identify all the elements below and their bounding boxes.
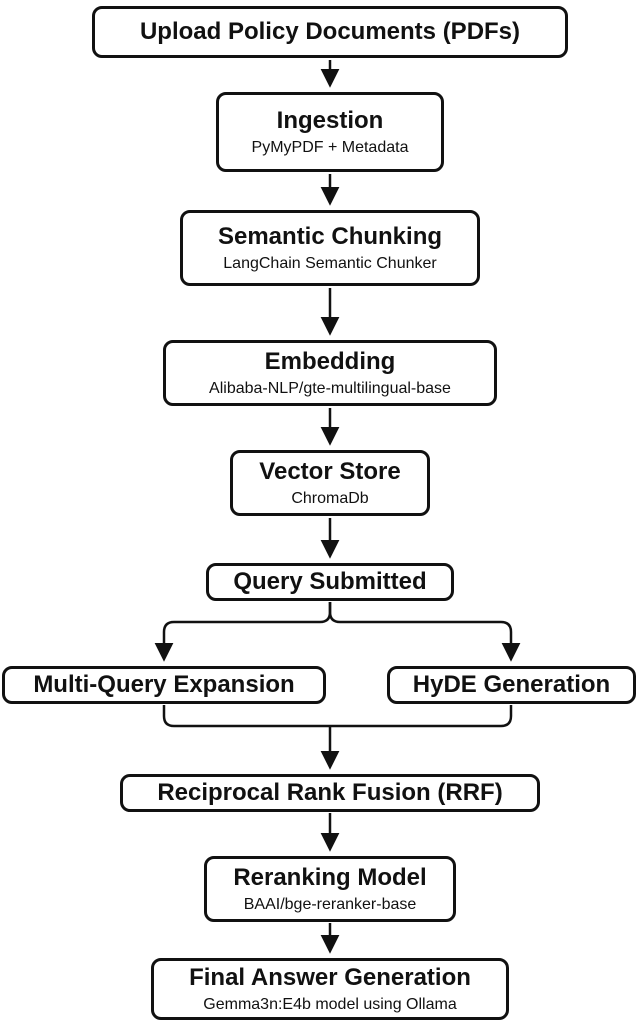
arrow-query-to-multi bbox=[154, 602, 332, 662]
node-ingestion: Ingestion PyMyPDF + Metadata bbox=[216, 92, 444, 172]
node-semantic-chunking: Semantic Chunking LangChain Semantic Chu… bbox=[180, 210, 480, 286]
node-upload-title: Upload Policy Documents (PDFs) bbox=[139, 18, 521, 46]
node-vector-title: Vector Store bbox=[259, 458, 401, 486]
node-hyde-generation: HyDE Generation bbox=[387, 666, 636, 704]
node-chunking-title: Semantic Chunking bbox=[217, 223, 443, 251]
node-chunking-subtitle: LangChain Semantic Chunker bbox=[223, 254, 437, 272]
node-upload-policy-documents: Upload Policy Documents (PDFs) bbox=[92, 6, 568, 58]
node-rerank-title: Reranking Model bbox=[233, 864, 427, 892]
node-embedding: Embedding Alibaba-NLP/gte-multilingual-b… bbox=[163, 340, 497, 406]
connector-hyde-to-merge bbox=[330, 705, 513, 728]
node-final-answer-generation: Final Answer Generation Gemma3n:E4b mode… bbox=[151, 958, 509, 1020]
node-rrf-title: Reciprocal Rank Fusion (RRF) bbox=[157, 779, 503, 807]
arrow-query-to-hyde bbox=[328, 602, 521, 662]
node-vector-subtitle: ChromaDb bbox=[291, 489, 369, 507]
node-reranking-model: Reranking Model BAAI/bge-reranker-base bbox=[204, 856, 456, 922]
connector-multi-to-merge bbox=[162, 705, 330, 728]
node-ingestion-title: Ingestion bbox=[276, 107, 384, 135]
node-multi-title: Multi-Query Expansion bbox=[33, 671, 295, 699]
node-reciprocal-rank-fusion: Reciprocal Rank Fusion (RRF) bbox=[120, 774, 540, 812]
node-embedding-title: Embedding bbox=[264, 348, 396, 376]
node-rerank-subtitle: BAAI/bge-reranker-base bbox=[243, 895, 417, 913]
node-final-subtitle: Gemma3n:E4b model using Ollama bbox=[203, 995, 457, 1013]
node-hyde-title: HyDE Generation bbox=[412, 671, 611, 699]
node-query-title: Query Submitted bbox=[233, 568, 427, 596]
node-multi-query-expansion: Multi-Query Expansion bbox=[2, 666, 326, 704]
node-vector-store: Vector Store ChromaDb bbox=[230, 450, 430, 516]
node-query-submitted: Query Submitted bbox=[206, 563, 454, 601]
node-embedding-subtitle: Alibaba-NLP/gte-multilingual-base bbox=[209, 379, 451, 397]
node-final-title: Final Answer Generation bbox=[189, 964, 471, 992]
node-ingestion-subtitle: PyMyPDF + Metadata bbox=[251, 138, 409, 156]
